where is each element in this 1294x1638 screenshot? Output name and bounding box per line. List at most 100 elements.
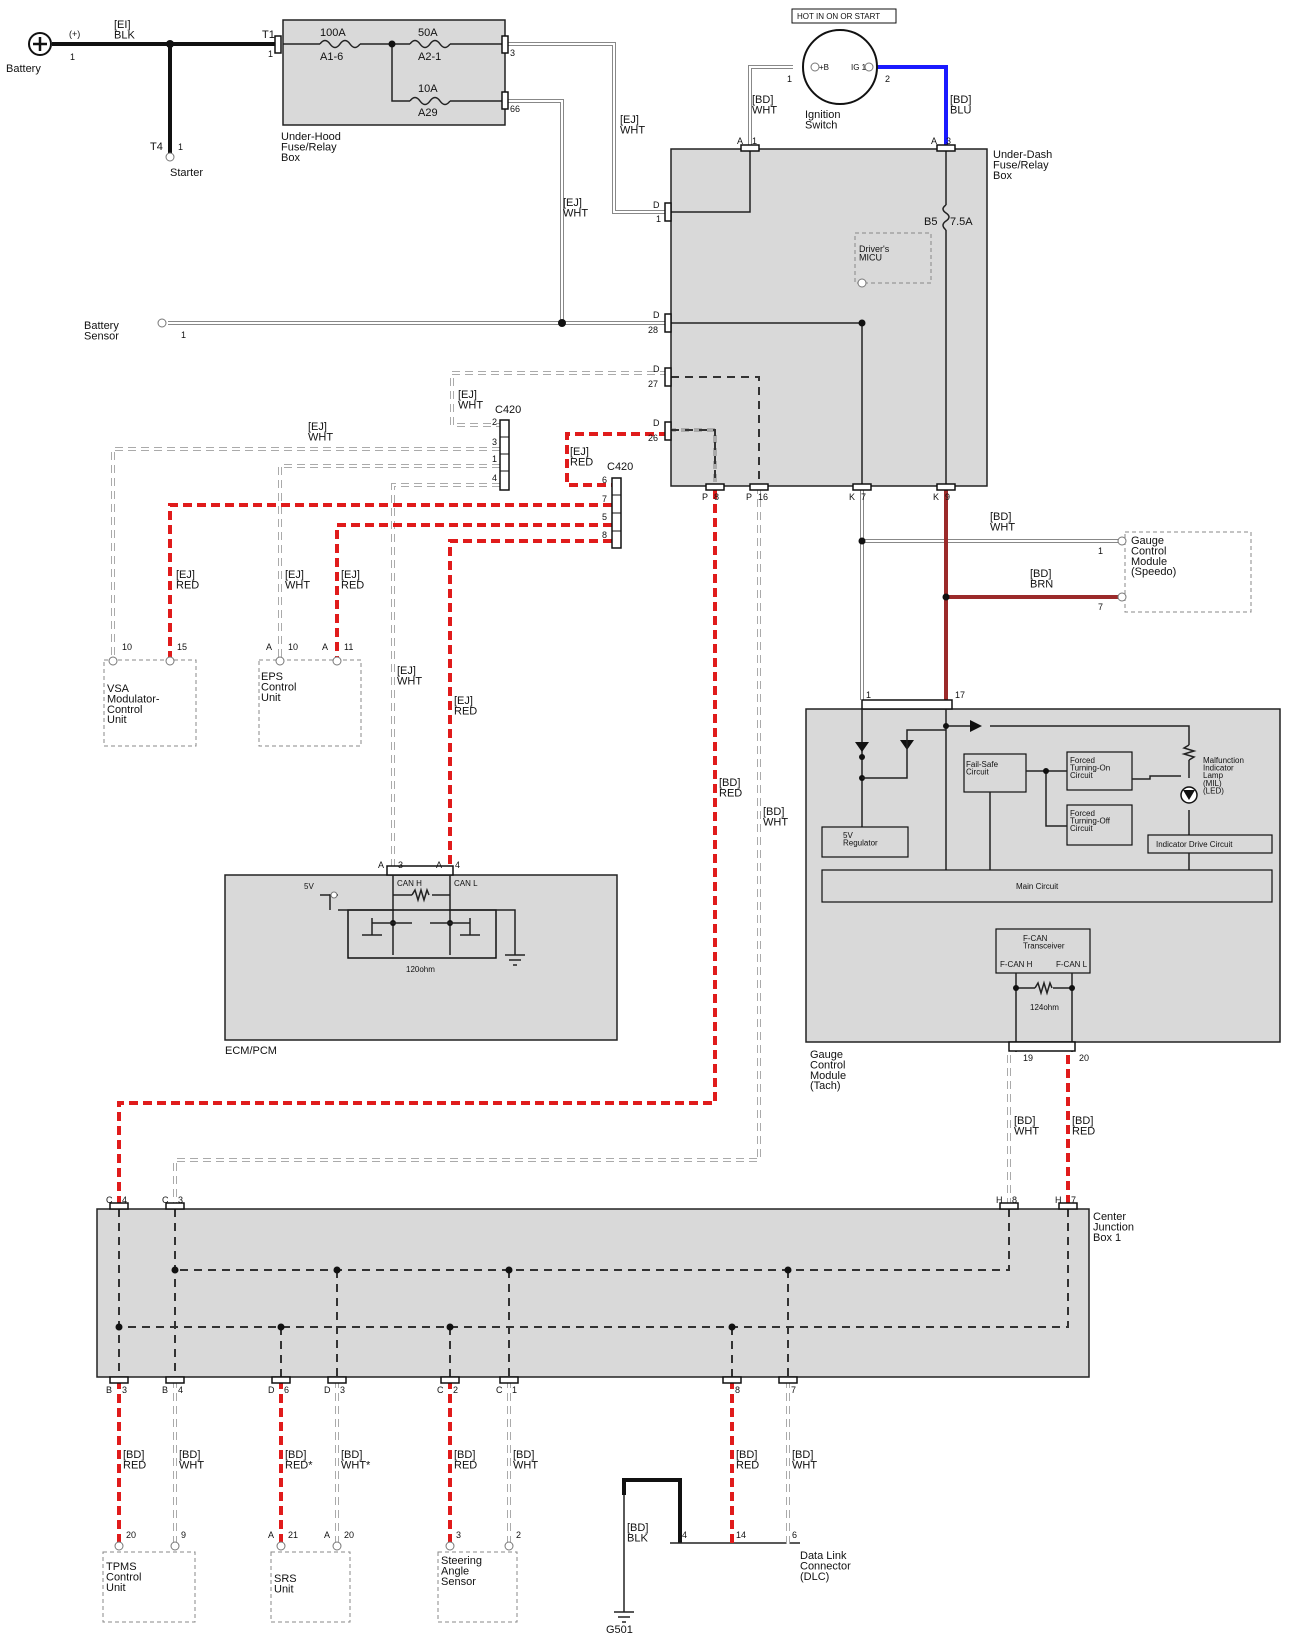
svg-text:19: 19 [1023,1053,1033,1063]
eps-unit-box [258,659,362,747]
resistor-120-icon [411,887,430,903]
svg-text:2: 2 [453,1385,458,1395]
svg-text:7: 7 [602,494,607,504]
svg-text:27: 27 [648,379,658,389]
battery-wire-label: [EI]BLK [114,19,135,41]
blu-wire [877,65,948,148]
svg-text:[EJ]WHT: [EJ]WHT [458,389,483,411]
svg-text:C420: C420 [607,461,633,473]
svg-text:8: 8 [1012,1195,1017,1205]
svg-text:C420: C420 [495,404,521,416]
svg-text:K: K [849,492,855,502]
svg-text:D: D [653,418,660,428]
gauge-tach-internals [821,699,1273,1052]
svg-text:B: B [162,1385,168,1395]
svg-text:6: 6 [602,475,607,485]
svg-text:[EJ]RED: [EJ]RED [176,569,199,591]
svg-text:4: 4 [178,1385,183,1395]
svg-text:1: 1 [268,49,273,59]
fuse-100a-icon [319,39,361,49]
svg-text:50A: 50A [418,27,438,39]
svg-text:A: A [268,1530,274,1540]
center-junction-box [96,1208,1090,1378]
svg-text:C: C [106,1195,113,1205]
svg-text:9: 9 [181,1530,186,1540]
svg-text:[BD]BLU: [BD]BLU [950,94,971,116]
ground-label: G501 [606,1624,633,1636]
wht-dashed-wires [111,371,1011,1546]
cjb-internals [109,1202,1078,1384]
svg-text:15: 15 [177,642,187,652]
svg-text:2: 2 [885,74,890,84]
svg-text:20: 20 [126,1530,136,1540]
svg-text:[BD]RED: [BD]RED [454,1449,477,1471]
ecm-label: ECM/PCM [225,1045,277,1057]
svg-text:[EJ]RED: [EJ]RED [341,569,364,591]
svg-text:7: 7 [1071,1195,1076,1205]
svg-text:D: D [653,310,660,320]
gauge-speedo-box [1124,531,1252,613]
svg-text:3: 3 [492,437,497,447]
g501-ground-icon [614,1611,634,1623]
svg-text:7: 7 [791,1385,796,1395]
svg-text:5: 5 [602,512,607,522]
svg-text:[EJ]WHT: [EJ]WHT [397,665,422,687]
svg-text:7: 7 [1098,602,1103,612]
svg-text:10: 10 [288,642,298,652]
svg-text:[BD]RED: [BD]RED [1072,1115,1095,1137]
svg-text:6: 6 [284,1385,289,1395]
srs-unit-box [270,1551,351,1623]
svg-text:B5: B5 [924,216,937,228]
svg-text:17: 17 [955,690,965,700]
svg-text:4: 4 [492,473,497,483]
starter-label: Starter [170,167,203,179]
svg-text:8: 8 [602,530,607,540]
svg-text:[EJ]WHT: [EJ]WHT [285,569,310,591]
red-wires [117,432,1070,1546]
svg-text:8: 8 [714,492,719,502]
svg-text:10: 10 [122,642,132,652]
svg-text:3: 3 [340,1385,345,1395]
svg-text:A: A [324,1530,330,1540]
svg-text:Indicator Drive Circuit: Indicator Drive Circuit [1156,840,1233,849]
svg-text:CAN L: CAN L [454,879,478,888]
svg-text:1: 1 [787,74,792,84]
battery-label: Battery [6,63,41,75]
ecm-internals [320,865,525,966]
svg-text:4: 4 [682,1530,687,1540]
svg-text:Main Circuit: Main Circuit [1016,882,1059,891]
svg-text:1: 1 [866,690,871,700]
svg-text:IG 1: IG 1 [851,63,867,72]
resistor-mil-icon [1181,744,1197,761]
svg-text:A: A [436,860,442,870]
blk-wires [52,42,800,1612]
svg-text:[BD]WHT: [BD]WHT [179,1449,204,1471]
svg-text:1: 1 [656,214,661,224]
svg-text:P: P [746,492,752,502]
c420-connectors [499,419,622,549]
svg-text:21: 21 [288,1530,298,1540]
under-dash-internals [664,144,956,491]
svg-text:F-CAN L: F-CAN L [1056,960,1088,969]
svg-text:D: D [324,1385,331,1395]
svg-text:A: A [931,136,937,146]
svg-text:[BD]WHT: [BD]WHT [763,806,788,828]
svg-text:120ohm: 120ohm [406,965,435,974]
svg-text:66: 66 [510,104,520,114]
svg-text:1: 1 [70,52,75,62]
steering-sensor-box [437,1551,518,1623]
labels: Battery (+) 1 [EI]BLK Starter T4 1 T1 1 … [6,12,1244,1636]
svg-text:D: D [653,200,660,210]
fuse-50a-icon [409,39,451,49]
svg-text:26: 26 [648,433,658,443]
svg-text:2: 2 [516,1530,521,1540]
